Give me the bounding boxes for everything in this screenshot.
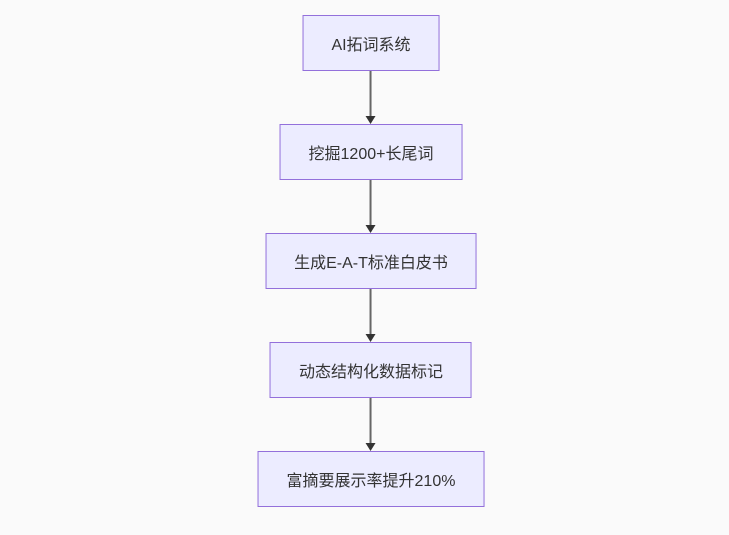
flow-node-label: 挖掘1200+长尾词 [308, 146, 434, 163]
flow-arrow [366, 289, 376, 342]
edge-line [370, 71, 372, 116]
arrowhead-down-icon [366, 225, 376, 233]
arrowhead-down-icon [366, 334, 376, 342]
flow-node-label: 富摘要展示率提升210% [286, 473, 456, 490]
flow-node-rich-snippet-rate: 富摘要展示率提升210% [257, 451, 485, 507]
edge-line [370, 180, 372, 225]
edge-line [370, 398, 372, 443]
arrowhead-down-icon [366, 116, 376, 124]
flow-arrow [366, 398, 376, 451]
flow-node-longtail-mining: 挖掘1200+长尾词 [279, 124, 463, 180]
flow-node-structured-data: 动态结构化数据标记 [269, 342, 472, 398]
flowchart: AI拓词系统 挖掘1200+长尾词 生成E-A-T标准白皮书 动态结构化数据标记… [257, 15, 485, 507]
flow-node-ai-keyword-system: AI拓词系统 [302, 15, 440, 71]
flow-node-label: 动态结构化数据标记 [298, 364, 443, 381]
arrowhead-down-icon [366, 443, 376, 451]
flow-node-label: 生成E-A-T标准白皮书 [294, 255, 448, 272]
flow-node-label: AI拓词系统 [331, 37, 411, 54]
flow-node-eat-whitepaper: 生成E-A-T标准白皮书 [265, 233, 477, 289]
flow-arrow [366, 71, 376, 124]
flow-arrow [366, 180, 376, 233]
edge-line [370, 289, 372, 334]
